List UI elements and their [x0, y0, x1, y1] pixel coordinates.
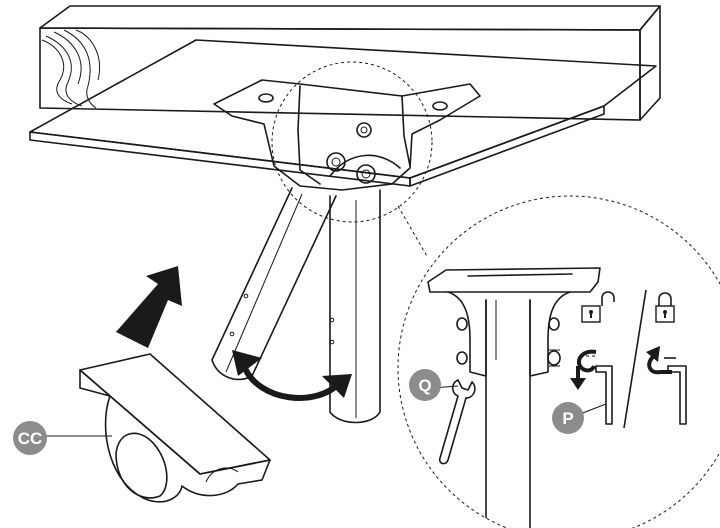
- callout-q-badge: Q: [409, 369, 441, 401]
- callout-p-label: P: [562, 409, 573, 428]
- callout-q-label: Q: [418, 376, 431, 395]
- tighten-rotation-arrow: [646, 346, 676, 375]
- pole: [211, 187, 381, 424]
- callout-p-badge: P: [552, 402, 584, 434]
- wooden-beam: [39, 5, 661, 121]
- ceiling-plate: [29, 39, 657, 187]
- mounting-bracket: [213, 79, 481, 191]
- unlocked-padlock-icon: [581, 291, 615, 323]
- locked-padlock-icon: [655, 292, 675, 323]
- detail-focus-circle: [271, 61, 433, 223]
- cover-cc: [79, 353, 271, 503]
- up-arrow: [116, 266, 182, 348]
- callout-cc-badge: CC: [13, 421, 47, 455]
- loosen-rotation-arrow: [570, 349, 597, 390]
- rotate-double-arrow: [232, 350, 352, 401]
- wrench-q: [438, 379, 476, 465]
- magnified-detail: [397, 195, 720, 528]
- detail-connector-line: [397, 205, 429, 259]
- callout-cc-label: CC: [18, 429, 43, 448]
- allen-key-p: [595, 365, 613, 425]
